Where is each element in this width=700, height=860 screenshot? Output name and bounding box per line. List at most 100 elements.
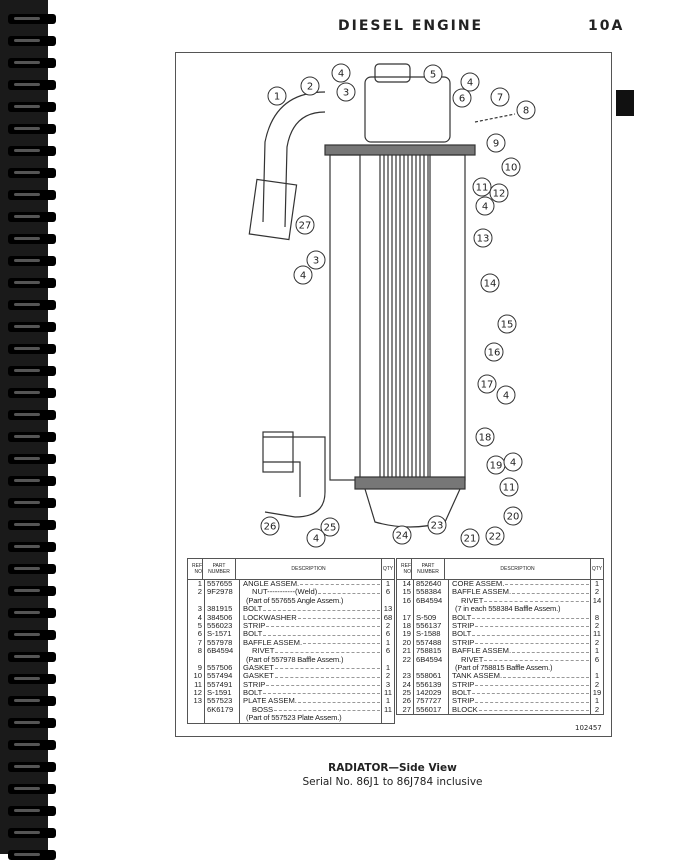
callout-16: 16: [484, 342, 504, 362]
ref-no: [397, 605, 414, 614]
radiator-core: [379, 155, 429, 477]
callout-20: 20: [503, 506, 523, 526]
figure-number: 102457: [575, 724, 602, 732]
description-text: GASKET: [243, 663, 274, 672]
part-number-text: 384506: [207, 612, 233, 622]
ref-no-text: 20: [402, 637, 411, 647]
quantity-text: 14: [592, 595, 602, 605]
callout-number: 4: [467, 78, 473, 89]
leader-dots: [263, 605, 380, 611]
callout-3: 3: [306, 250, 326, 270]
callout-4: 4: [293, 265, 313, 285]
callout-26: 26: [260, 516, 280, 536]
binding-coil: [8, 36, 56, 46]
description-text: (Part of 557523 Plate Assem.): [246, 714, 342, 723]
description: BOSS: [240, 705, 382, 715]
callout-number: 8: [523, 106, 529, 117]
part-number-text: 557488: [416, 637, 442, 647]
description-text: STRIP: [243, 680, 266, 689]
description-text: RIVET: [461, 596, 484, 605]
description: (Part of 557655 Angle Assem.): [240, 596, 382, 606]
leader-dots: [484, 597, 589, 603]
header-part: PART NUMBER: [203, 559, 236, 579]
part-number: 557523: [205, 697, 240, 706]
part-number: 556023: [205, 621, 240, 631]
callout-number: 24: [396, 531, 409, 542]
callout-number: 5: [430, 70, 436, 81]
ref-no-text: 3: [197, 604, 202, 614]
quantity-text: 8: [594, 612, 600, 622]
caption-serial: Serial No. 86J1 to 86J784 inclusive: [302, 776, 483, 788]
description-text: PLATE ASSEM.: [243, 697, 297, 706]
ref-no: 24: [397, 680, 414, 690]
description: BOLT: [449, 689, 591, 698]
part-number: 6B4594: [414, 655, 449, 664]
quantity-text: 1: [594, 671, 600, 681]
leader-dots: [512, 588, 589, 594]
leader-dots: [472, 614, 589, 619]
leader-dots: [475, 622, 589, 628]
binding-coil: [8, 806, 56, 816]
binding-coil: [8, 476, 56, 486]
ref-no: 16: [397, 596, 414, 606]
part-number: 557491: [205, 680, 240, 690]
description: RIVET: [449, 596, 591, 606]
ref-no-text: 9: [197, 662, 202, 672]
ref-no: 4: [188, 613, 205, 622]
ref-no: [188, 655, 205, 664]
ref-no: 27: [397, 705, 414, 715]
ref-no: 12: [188, 688, 205, 698]
part-number-text: 6B4594: [207, 646, 234, 656]
leader-dots: [475, 697, 589, 703]
binding-coil: [8, 410, 56, 420]
quantity: 2: [382, 621, 394, 630]
quantity-text: 1: [385, 637, 391, 647]
part-number: 556139: [414, 680, 449, 690]
description: (Part of 557523 Plate Assem.): [240, 714, 382, 723]
part-number-text: 557506: [207, 662, 233, 672]
binding-coil: [8, 190, 56, 200]
ref-no: 2: [188, 588, 205, 597]
binding-coil: [8, 454, 56, 464]
callout-22: 22: [485, 526, 505, 546]
description-text: STRIP: [243, 621, 266, 630]
callout-27: 27: [295, 215, 315, 235]
binding-coil: [8, 344, 56, 354]
part-number: 556137: [414, 621, 449, 631]
quantity-text: 2: [594, 704, 600, 714]
ref-no: 21: [397, 646, 414, 656]
callout-number: 4: [482, 202, 488, 213]
ref-no: [188, 714, 205, 723]
callout-7: 7: [490, 87, 510, 107]
callout-number: 23: [431, 521, 444, 532]
leader-dots: [266, 681, 380, 687]
ref-no: 14: [397, 579, 414, 589]
callout-6: 6: [452, 88, 472, 108]
quantity: 11: [382, 705, 394, 714]
binding-coil: [8, 564, 56, 574]
ref-no: 9: [188, 662, 205, 673]
callout-number: 26: [264, 522, 277, 533]
part-number: 6B4594: [205, 646, 240, 656]
callout-21: 21: [460, 528, 480, 548]
leader-dots: [274, 672, 380, 678]
callout-14: 14: [480, 273, 500, 293]
callout-25: 25: [320, 517, 340, 537]
leader-dots: [478, 706, 589, 712]
description: BAFFLE ASSEM.: [240, 638, 382, 648]
ref-no-text: 26: [402, 696, 411, 706]
description: RIVET: [240, 647, 382, 656]
section-title: DIESEL ENGINE: [338, 18, 484, 34]
quantity: 8: [591, 612, 603, 622]
callout-number: 4: [338, 69, 344, 80]
description: BAFFLE ASSEM.: [449, 647, 591, 656]
description-text: BAFFLE ASSEM.: [452, 647, 512, 656]
part-number: 558384: [414, 588, 449, 597]
callout-number: 4: [503, 391, 509, 402]
quantity: 1: [591, 579, 603, 588]
description-text: LOCKWASHER: [243, 613, 297, 622]
